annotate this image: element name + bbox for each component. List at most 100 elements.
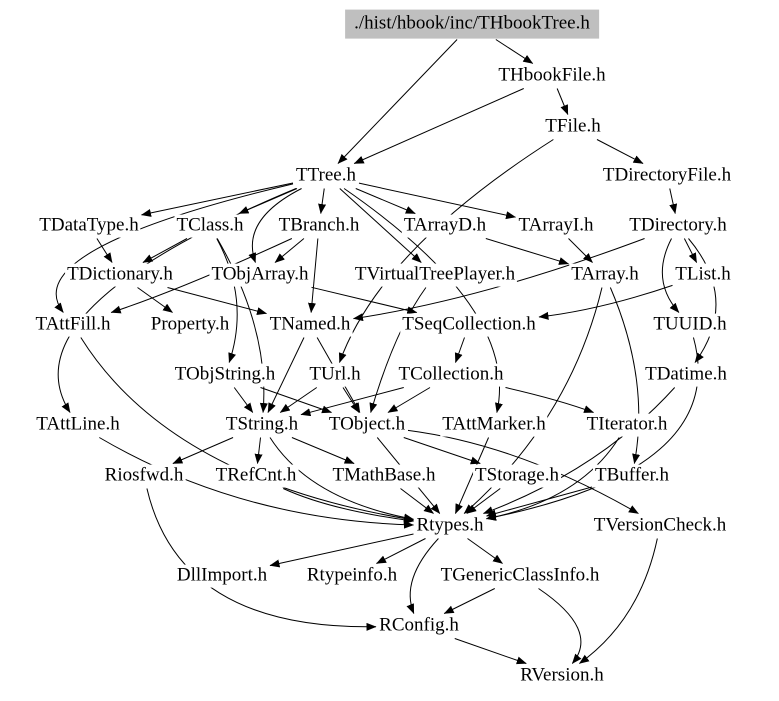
include-edge-tarrayd-to-tarray — [485, 238, 569, 265]
include-edge-trefcnt-to-rtypes — [282, 488, 414, 524]
graph-node-tuuid[interactable]: TUUID.h — [651, 313, 729, 337]
include-edge-tcollection-to-tstring — [300, 387, 404, 417]
graph-node-thbookfile[interactable]: THbookFile.h — [496, 64, 608, 88]
graph-node-tvirtualtreeplayer[interactable]: TVirtualTreePlayer.h — [352, 263, 518, 287]
graph-node-property[interactable]: Property.h — [148, 313, 232, 337]
graph-node-tseqcollection[interactable]: TSeqCollection.h — [400, 313, 538, 337]
include-edge-tstring-to-trefcnt — [254, 437, 263, 464]
include-edge-turl-to-tstring — [279, 387, 318, 413]
include-edge-rtypes-to-rtypeinfo — [376, 538, 426, 564]
include-edge-tlist-to-tseqcollection — [538, 284, 673, 320]
include-edge-tclass-to-tdictionary — [142, 238, 188, 263]
graph-node-tarrayi[interactable]: TArrayI.h — [516, 214, 596, 238]
graph-node-tdictionary[interactable]: TDictionary.h — [65, 263, 175, 287]
graph-node-titerator[interactable]: TIterator.h — [584, 413, 670, 437]
graph-node-tnamed[interactable]: TNamed.h — [267, 313, 353, 337]
include-edge-tarray-to-tbuffer — [609, 287, 641, 464]
include-edge-tnamed-to-tstring — [267, 337, 305, 413]
include-edge-thbooktree-to-ttree — [337, 39, 458, 164]
graph-node-tfile[interactable]: TFile.h — [543, 115, 603, 139]
include-edge-tbuffer-to-rtypes — [486, 486, 593, 518]
include-edge-titerator-to-rtypes — [486, 437, 620, 521]
include-edge-tbranch-to-tattfill — [110, 238, 293, 314]
include-edge-tdatime-to-rtypes — [483, 387, 676, 514]
include-edge-tcollection-to-titerator — [505, 387, 594, 413]
graph-node-rtypes[interactable]: Rtypes.h — [414, 514, 486, 538]
include-edge-thbooktree-to-thbookfile — [495, 39, 534, 64]
graph-node-tobjstring[interactable]: TObjString.h — [172, 363, 278, 387]
include-edge-tgenericclassinfo-to-rconfig — [443, 588, 495, 614]
include-edge-tbranch-to-tnamed — [308, 238, 319, 313]
include-edge-tdatatype-to-tdictionary — [96, 238, 113, 263]
graph-node-tclass[interactable]: TClass.h — [174, 214, 246, 238]
include-edge-thbookfile-to-ttree — [353, 88, 524, 164]
graph-node-tarrayd[interactable]: TArrayD.h — [401, 214, 489, 238]
include-edge-tcollection-to-tobject — [387, 387, 431, 413]
include-edge-rtypes-to-tgenericclassinfo — [467, 538, 503, 564]
graph-node-tdatatype[interactable]: TDataType.h — [37, 214, 141, 238]
include-edge-tobjstring-to-tobject — [260, 387, 332, 414]
graph-node-tgenericclassinfo[interactable]: TGenericClassInfo.h — [438, 564, 602, 588]
graph-node-riosfwd[interactable]: Riosfwd.h — [102, 464, 186, 488]
include-edge-tattfill-to-rtypes — [80, 337, 414, 523]
graph-node-tcollection[interactable]: TCollection.h — [396, 363, 506, 387]
include-edge-tclass-to-tstring — [216, 238, 268, 413]
include-edge-rtypes-to-rconfig — [406, 538, 439, 614]
include-edge-tdictionary-to-property — [137, 287, 173, 313]
graph-node-tattmarker[interactable]: TAttMarker.h — [440, 413, 548, 437]
graph-node-tattline[interactable]: TAttLine.h — [34, 413, 122, 437]
include-edge-tseqcollection-to-tcollection — [454, 337, 465, 363]
graph-node-tattfill[interactable]: TAttFill.h — [33, 313, 113, 337]
include-edge-rtypes-to-dllimport — [269, 533, 414, 568]
include-edge-tstorage-to-rtypes — [466, 488, 501, 514]
include-edge-thbookfile-to-tfile — [556, 88, 569, 115]
include-edge-tarray-to-rtypes — [463, 287, 603, 514]
graph-node-dllimport[interactable]: DllImport.h — [174, 564, 270, 588]
include-edge-tdictionary-to-tnamed — [167, 287, 267, 316]
graph-node-tarray[interactable]: TArray.h — [569, 263, 641, 287]
include-edge-ttree-to-tdatatype — [141, 182, 294, 217]
graph-node-tstring[interactable]: TString.h — [223, 413, 301, 437]
include-edge-tobject-to-tversioncheck — [407, 429, 639, 514]
include-edge-tdirectory-to-tdatime — [688, 238, 717, 363]
include-edge-riosfwd-to-rconfig — [146, 488, 377, 631]
include-edge-ttree-to-tattfill — [54, 183, 294, 313]
graph-node-tobjarray[interactable]: TObjArray.h — [209, 263, 311, 287]
graph-node-rtypeinfo[interactable]: Rtypeinfo.h — [304, 564, 400, 588]
graph-node-thbooktree: ./hist/hbook/inc/THbookTree.h — [345, 9, 599, 39]
include-edge-tfile-to-tdirectoryfile — [596, 139, 644, 164]
graph-node-tversioncheck[interactable]: TVersionCheck.h — [591, 514, 729, 538]
include-edge-tmathbase-to-rtypes — [400, 488, 434, 514]
include-edge-tattmarker-to-rtypes — [454, 437, 490, 514]
graph-node-trefcnt[interactable]: TRefCnt.h — [213, 464, 299, 488]
graph-node-tobject[interactable]: TObject.h — [326, 413, 408, 437]
include-edge-turl-to-tobject — [342, 387, 360, 413]
include-edge-tdirectory-to-tuuid — [661, 238, 680, 313]
graph-node-rversion[interactable]: RVersion.h — [518, 664, 606, 688]
graph-node-rconfig[interactable]: RConfig.h — [377, 614, 461, 638]
graph-node-tdirectory[interactable]: TDirectory.h — [627, 214, 729, 238]
include-edge-tclass-to-tobjstring — [216, 238, 238, 363]
include-edge-tdirectoryfile-to-tdirectory — [669, 188, 678, 214]
graph-node-ttree[interactable]: TTree.h — [294, 164, 358, 188]
include-edge-tgenericclassinfo-to-rversion — [538, 588, 582, 664]
graph-node-tmathbase[interactable]: TMathBase.h — [330, 464, 438, 488]
graph-node-tbranch[interactable]: TBranch.h — [276, 214, 362, 238]
include-edge-tobjstring-to-tstring — [233, 387, 254, 413]
graph-node-tlist[interactable]: TList.h — [673, 263, 733, 287]
include-edge-tstring-to-rtypes — [269, 437, 414, 522]
include-edge-ttree-to-tbranch — [318, 188, 327, 214]
include-edge-tstring-to-riosfwd — [172, 437, 234, 464]
graph-node-tbuffer[interactable]: TBuffer.h — [592, 464, 672, 488]
graph-node-turl[interactable]: TUrl.h — [307, 363, 363, 387]
include-edge-rconfig-to-rversion — [454, 638, 527, 665]
graph-node-tstorage[interactable]: TStorage.h — [473, 464, 561, 488]
graph-node-tdatime[interactable]: TDatime.h — [643, 363, 729, 387]
include-edge-ttree-to-tarrayd — [355, 188, 416, 214]
graph-node-tdirectoryfile[interactable]: TDirectoryFile.h — [600, 164, 734, 188]
include-edge-tobjarray-to-tseqcollection — [311, 286, 418, 315]
include-edge-ttree-to-tarrayi — [358, 182, 516, 220]
